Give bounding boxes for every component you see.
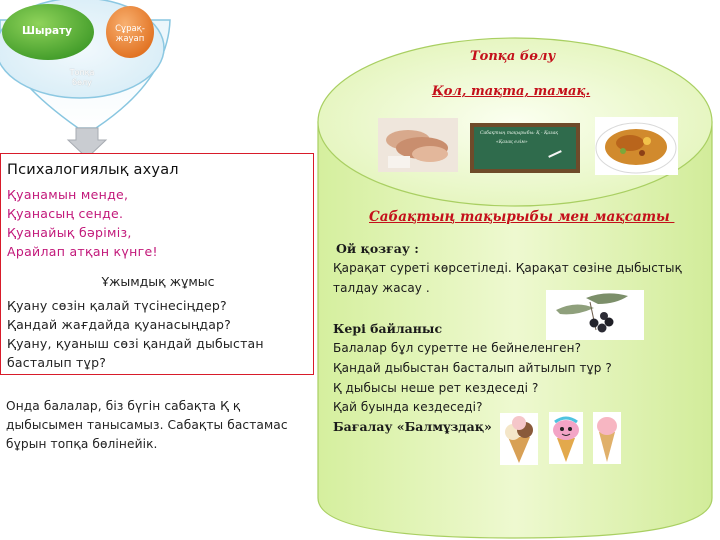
funnel-connector [66, 127, 108, 159]
blackcurrant-image [546, 290, 644, 340]
orange-bubble [106, 6, 154, 58]
food-plate-image [595, 117, 678, 175]
chalkboard-image: Сабақтың тақырыбы: Қ - Қазақ «Қазақ елім… [470, 123, 580, 173]
question-line: Қуану сөзін қалай түсінесіңдер? [7, 298, 227, 313]
warmup-heading: Ой қозғау : [336, 241, 419, 256]
funnel-center-label: Топқа бөлу [69, 68, 95, 87]
psych-line: Қуанасың сенде. [7, 206, 124, 221]
question-line: Қандай жағдайда қуанасыңдар? [7, 317, 232, 332]
warmup-line: Қарақат суреті көрсетіледі. Қарақат сөзі… [333, 261, 682, 275]
ice-cream-image [500, 413, 538, 465]
group-words: Қол, тақта, тамақ. [432, 84, 591, 99]
psych-line: Қуанайық бәріміз, [7, 225, 132, 240]
psych-line: Арайлап атқан күнге! [7, 244, 158, 259]
funnel-diagram [0, 0, 171, 159]
ice-cream-image [593, 412, 621, 464]
psych-title: Психалогиялық ахуал [7, 162, 179, 178]
question-line: басталып тұр? [7, 355, 107, 370]
bubble-label-right: Сұрақ-жауап [115, 24, 145, 44]
assessment-label: Бағалау «Балмұздақ» [333, 419, 492, 434]
hands-image [378, 118, 458, 172]
bubble-label-left: Шырату [22, 25, 72, 37]
group-title: Топқа бөлу [470, 49, 556, 64]
feedback-line: Қай буында кездеседі? [333, 400, 483, 414]
board-subtext: «Қазақ елім» [496, 140, 528, 145]
question-line: Қуану, қуаныш сөзі қандай дыбыстан [7, 336, 264, 351]
green-bubble [2, 4, 94, 60]
intro-paragraph: Онда балалар, біз бүгін сабақта Қ қ дыбы… [6, 399, 288, 451]
group-work-heading: Ұжымдық жұмыс [101, 274, 215, 289]
ice-cream-image [549, 412, 583, 464]
psych-line: Қуанамын менде, [7, 187, 129, 202]
psychology-box: Психалогиялық ахуал Қуанамын менде, Қуан… [0, 153, 314, 375]
warmup-line: талдау жасау . [333, 281, 430, 295]
feedback-line: Қ дыбысы неше рет кездеседі ? [333, 381, 539, 395]
feedback-line: Балалар бұл суретте не бейнеленген? [333, 341, 582, 355]
feedback-line: Қандай дыбыстан басталып айтылып тұр ? [333, 361, 612, 375]
feedback-heading: Кері байланыс [333, 321, 443, 336]
lesson-title: Сабақтың тақырыбы мен мақсаты [369, 209, 675, 225]
board-text: Сабақтың тақырыбы: Қ - Қазақ [480, 131, 558, 136]
